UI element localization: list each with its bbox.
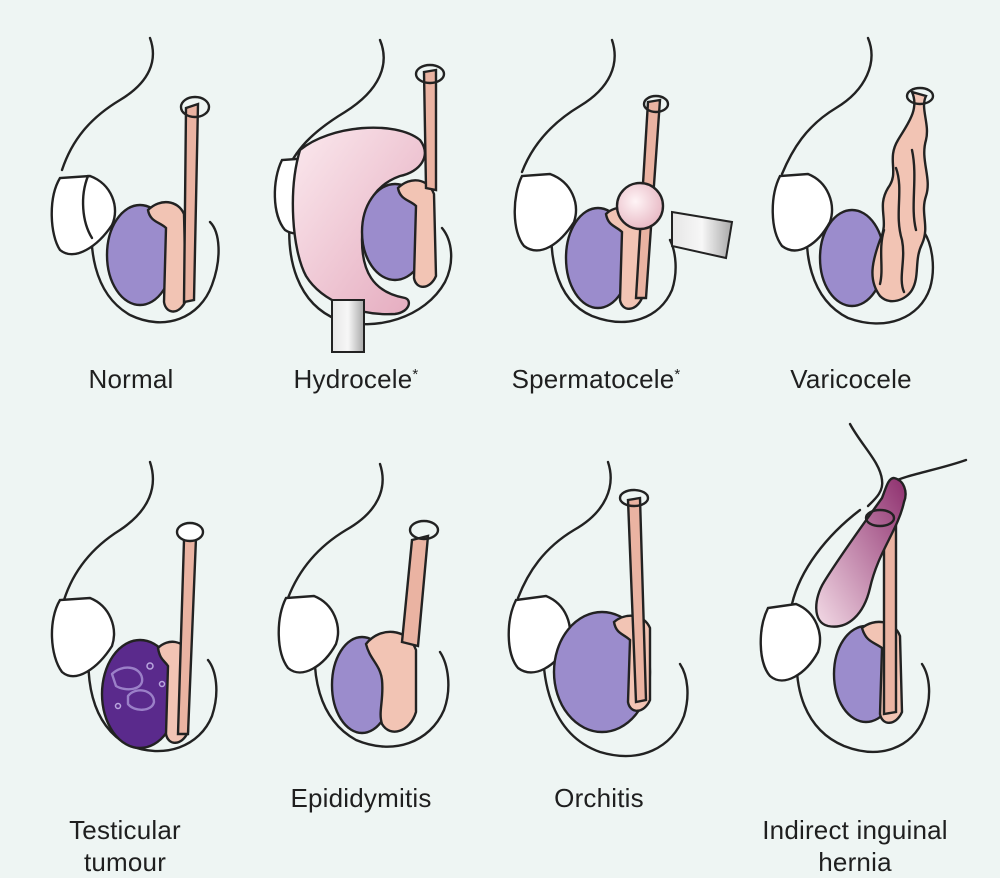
swollen-spermatic-cord [400, 534, 430, 648]
label-testicular-tumour: Testicular tumour [69, 815, 181, 877]
scrotal-outline [313, 616, 450, 748]
scrotal-outline [550, 196, 677, 324]
scrotal-outline [805, 196, 935, 325]
inguinal-ring [864, 508, 896, 528]
epididymis [146, 201, 188, 313]
spermatic-cord [176, 536, 198, 736]
inguinal-ring [905, 86, 935, 106]
inguinal-ring [414, 63, 446, 85]
spermatic-cord [422, 68, 438, 192]
penis-shape [771, 172, 834, 252]
spermatic-cord [626, 496, 648, 704]
epididymis [396, 179, 438, 288]
spermatocele-cyst [615, 181, 665, 231]
panel-testicular-tumour [50, 460, 218, 753]
inguinal-ring [179, 95, 211, 119]
label-epididymitis: Epididymitis [290, 783, 432, 813]
label-hydrocele: Hydrocele* [293, 364, 419, 394]
panel-indirect-inguinal-hernia [759, 422, 968, 754]
penis-shape [759, 602, 822, 682]
label-indirect-inguinal-hernia: Indirect inguinal hernia [762, 815, 948, 877]
inguinal-ring [618, 488, 650, 508]
label-normal: Normal [88, 364, 174, 394]
label-spermatocele: Spermatocele* [511, 364, 681, 394]
inguinal-ring [642, 94, 670, 114]
scrotal-outline [288, 198, 453, 326]
scrotal-outline [795, 638, 931, 754]
scrotal-outline [87, 618, 218, 753]
panel-orchitis [507, 460, 689, 758]
penis-shape [513, 172, 578, 252]
panel-normal [50, 36, 220, 324]
panel-hydrocele [273, 38, 453, 353]
penis-shape [50, 596, 116, 678]
hernia-sac [815, 476, 907, 628]
panel-epididymitis [277, 462, 450, 748]
panel-varicocele [771, 36, 935, 325]
transillumination-light [671, 210, 734, 260]
hydrocele-fluid [291, 126, 426, 316]
inguinal-ring [408, 519, 440, 541]
label-varicocele: Varicocele [790, 364, 912, 394]
aspiration-needle [331, 299, 365, 353]
scrotal-outline [90, 188, 220, 324]
panel-spermatocele [513, 38, 734, 324]
label-orchitis: Orchitis [554, 783, 644, 813]
inguinal-ring [175, 521, 205, 543]
spermatic-cord [182, 102, 200, 304]
scrotal-outline [542, 610, 689, 758]
penis-shape [277, 594, 340, 674]
penis-shape [507, 594, 572, 674]
